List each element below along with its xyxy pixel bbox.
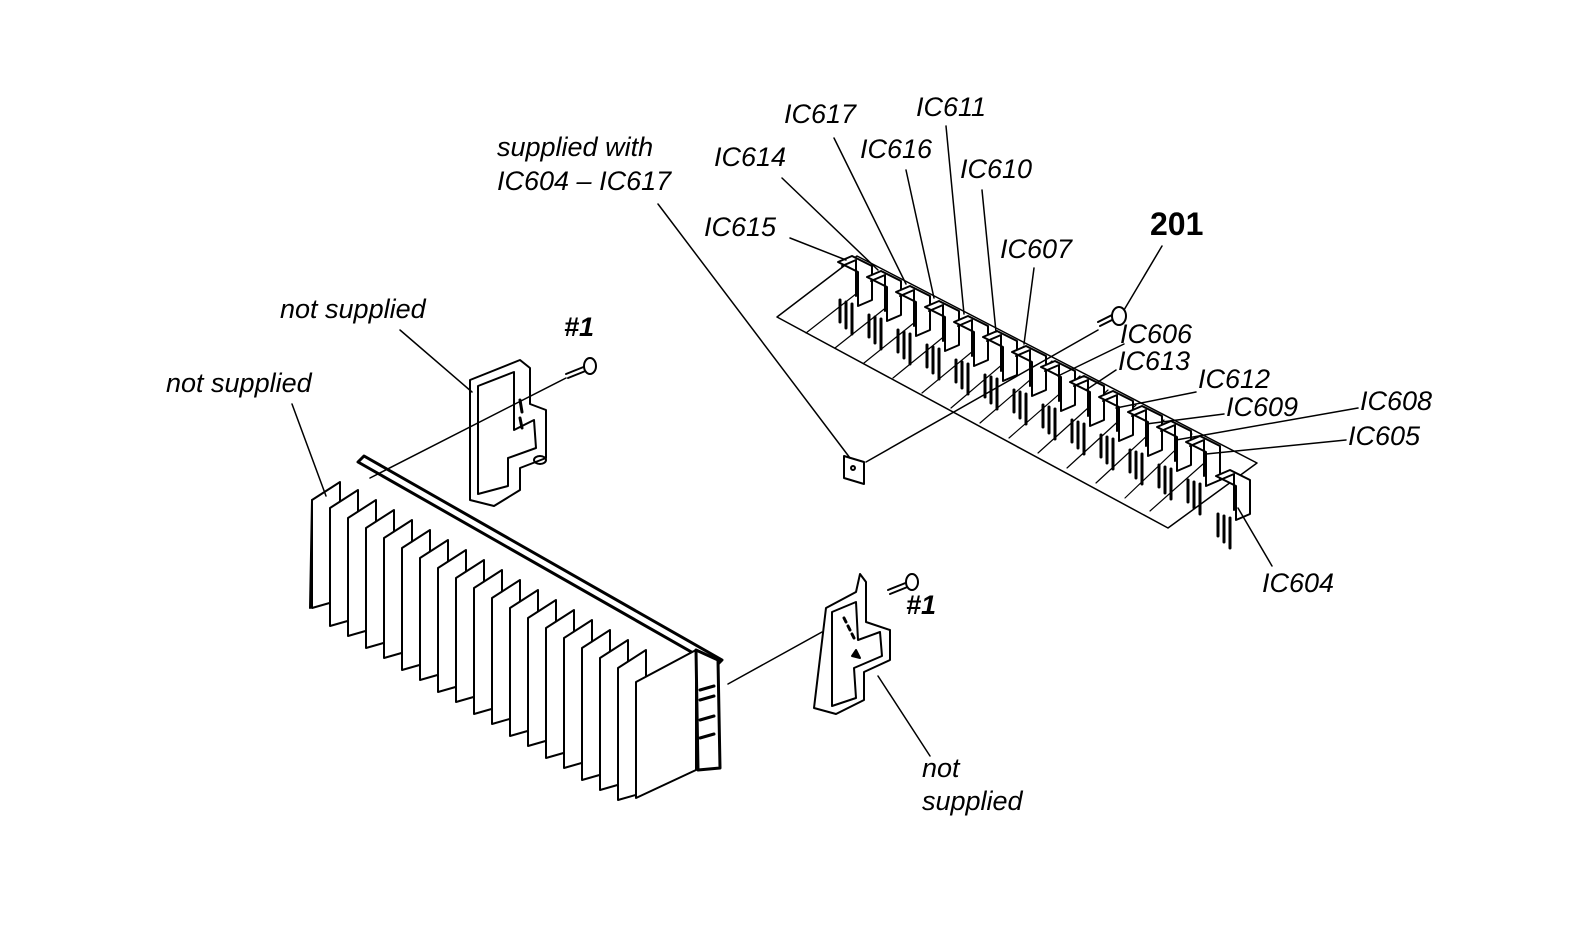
label-ic609: IC609: [1226, 392, 1299, 422]
label-ic607: IC607: [1000, 234, 1073, 264]
bracket-upper: [470, 360, 546, 506]
ic-package: [896, 286, 930, 364]
label-ic616: IC616: [860, 134, 933, 164]
ic-package: [954, 316, 988, 394]
heat-sink-tabs: [700, 686, 714, 738]
label-ic608: IC608: [1360, 386, 1433, 416]
label-ic612: IC612: [1198, 364, 1271, 394]
label-ic610: IC610: [960, 154, 1033, 184]
screw-1-lower: [888, 574, 918, 594]
screw-201: [1098, 307, 1126, 326]
label-ic614: IC614: [714, 142, 787, 172]
label-supplied-with-line1: supplied with: [497, 132, 654, 162]
screw-1-upper: [566, 358, 596, 378]
ic-package: [1128, 406, 1162, 484]
ic-package: [925, 301, 959, 379]
label-ref-201: 201: [1150, 206, 1204, 242]
leader-lines: [292, 126, 1358, 756]
label-screw-1-lower: #1: [906, 590, 937, 620]
ic-package: [1012, 346, 1046, 424]
ic-packages: [838, 256, 1250, 548]
label-ic611: IC611: [916, 92, 987, 122]
ic-strip-assembly: [777, 256, 1257, 548]
label-ic617: IC617: [784, 99, 857, 129]
label-not-supplied-bracket-lower-line1: not: [922, 753, 960, 783]
ic-package: [1041, 361, 1075, 439]
bracket-lower: [814, 574, 890, 714]
label-not-supplied-bracket-upper: not supplied: [280, 294, 426, 324]
heat-sink: [310, 456, 722, 800]
label-not-supplied-heat-sink: not supplied: [166, 368, 312, 398]
label-not-supplied-bracket-lower-line2: supplied: [922, 786, 1023, 816]
insulator-washer: [844, 456, 864, 484]
ic-package: [867, 271, 901, 349]
label-ic605: IC605: [1348, 421, 1421, 451]
insulating-sheet: [777, 256, 1257, 528]
label-ic606: IC606: [1120, 319, 1193, 349]
label-ic615: IC615: [704, 212, 777, 242]
label-supplied-with-line2: IC604 – IC617: [497, 166, 672, 196]
ic-package: [838, 256, 872, 334]
label-ic613: IC613: [1118, 346, 1191, 376]
label-ic604: IC604: [1262, 568, 1335, 598]
label-screw-1-upper: #1: [564, 312, 595, 342]
ic-package: [1070, 376, 1104, 454]
ic-package: [983, 331, 1017, 409]
ic-package: [1216, 470, 1250, 548]
